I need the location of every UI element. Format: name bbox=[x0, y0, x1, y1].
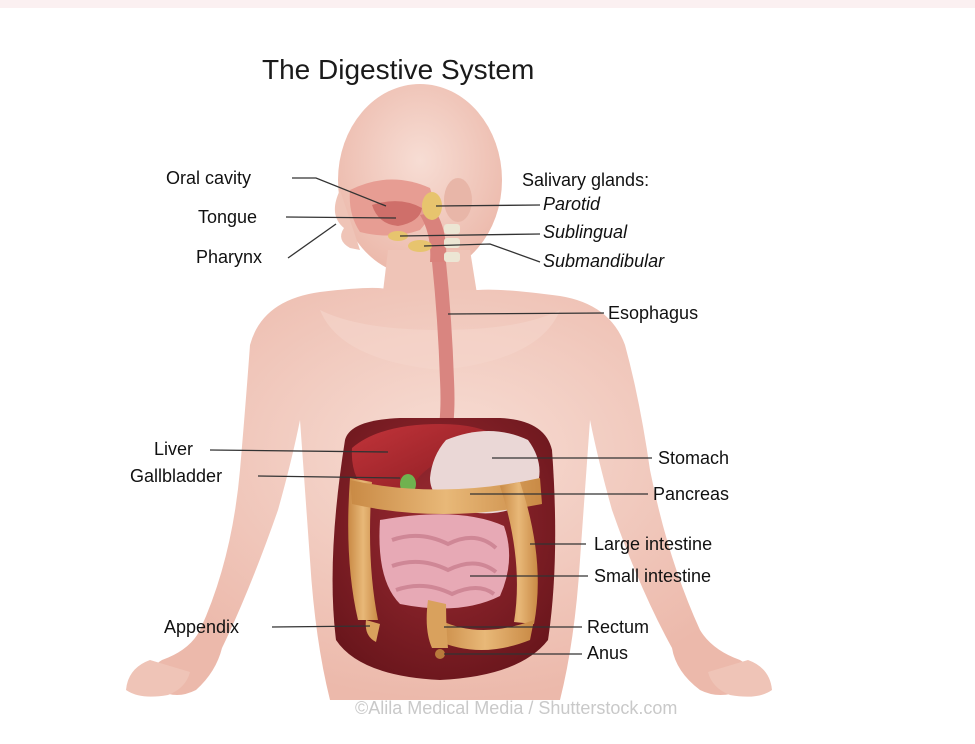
top-band bbox=[0, 0, 975, 8]
large-intestine-organ bbox=[348, 478, 542, 650]
oral-region bbox=[349, 179, 460, 262]
label-stomach: Stomach bbox=[658, 448, 730, 468]
diagram-title: The Digestive System bbox=[262, 54, 535, 85]
anus-marker bbox=[435, 649, 445, 659]
label-pharynx: Pharynx bbox=[196, 247, 263, 267]
label-gallbladder: Gallbladder bbox=[130, 466, 223, 486]
label-appendix: Appendix bbox=[164, 617, 240, 637]
label-liver: Liver bbox=[154, 439, 194, 459]
label-salivary-glands: Salivary glands: bbox=[522, 170, 650, 190]
label-rectum: Rectum bbox=[587, 617, 650, 637]
label-esophagus: Esophagus bbox=[608, 303, 699, 323]
label-oral-cavity: Oral cavity bbox=[166, 168, 252, 188]
watermark-credit: ©Alila Medical Media / Shutterstock.com bbox=[355, 698, 678, 718]
label-parotid: Parotid bbox=[543, 194, 601, 214]
label-large-intestine: Large intestine bbox=[594, 534, 713, 554]
label-tongue: Tongue bbox=[198, 207, 258, 227]
esophagus-tube bbox=[432, 262, 455, 442]
label-small-intestine: Small intestine bbox=[594, 566, 712, 586]
label-submandibular: Submandibular bbox=[543, 251, 665, 271]
label-sublingual: Sublingual bbox=[543, 222, 628, 242]
small-intestine-organ bbox=[379, 514, 510, 609]
label-pancreas: Pancreas bbox=[653, 484, 730, 504]
leader-lines bbox=[209, 177, 652, 655]
rectum-organ bbox=[426, 600, 448, 648]
label-anus: Anus bbox=[587, 643, 629, 663]
